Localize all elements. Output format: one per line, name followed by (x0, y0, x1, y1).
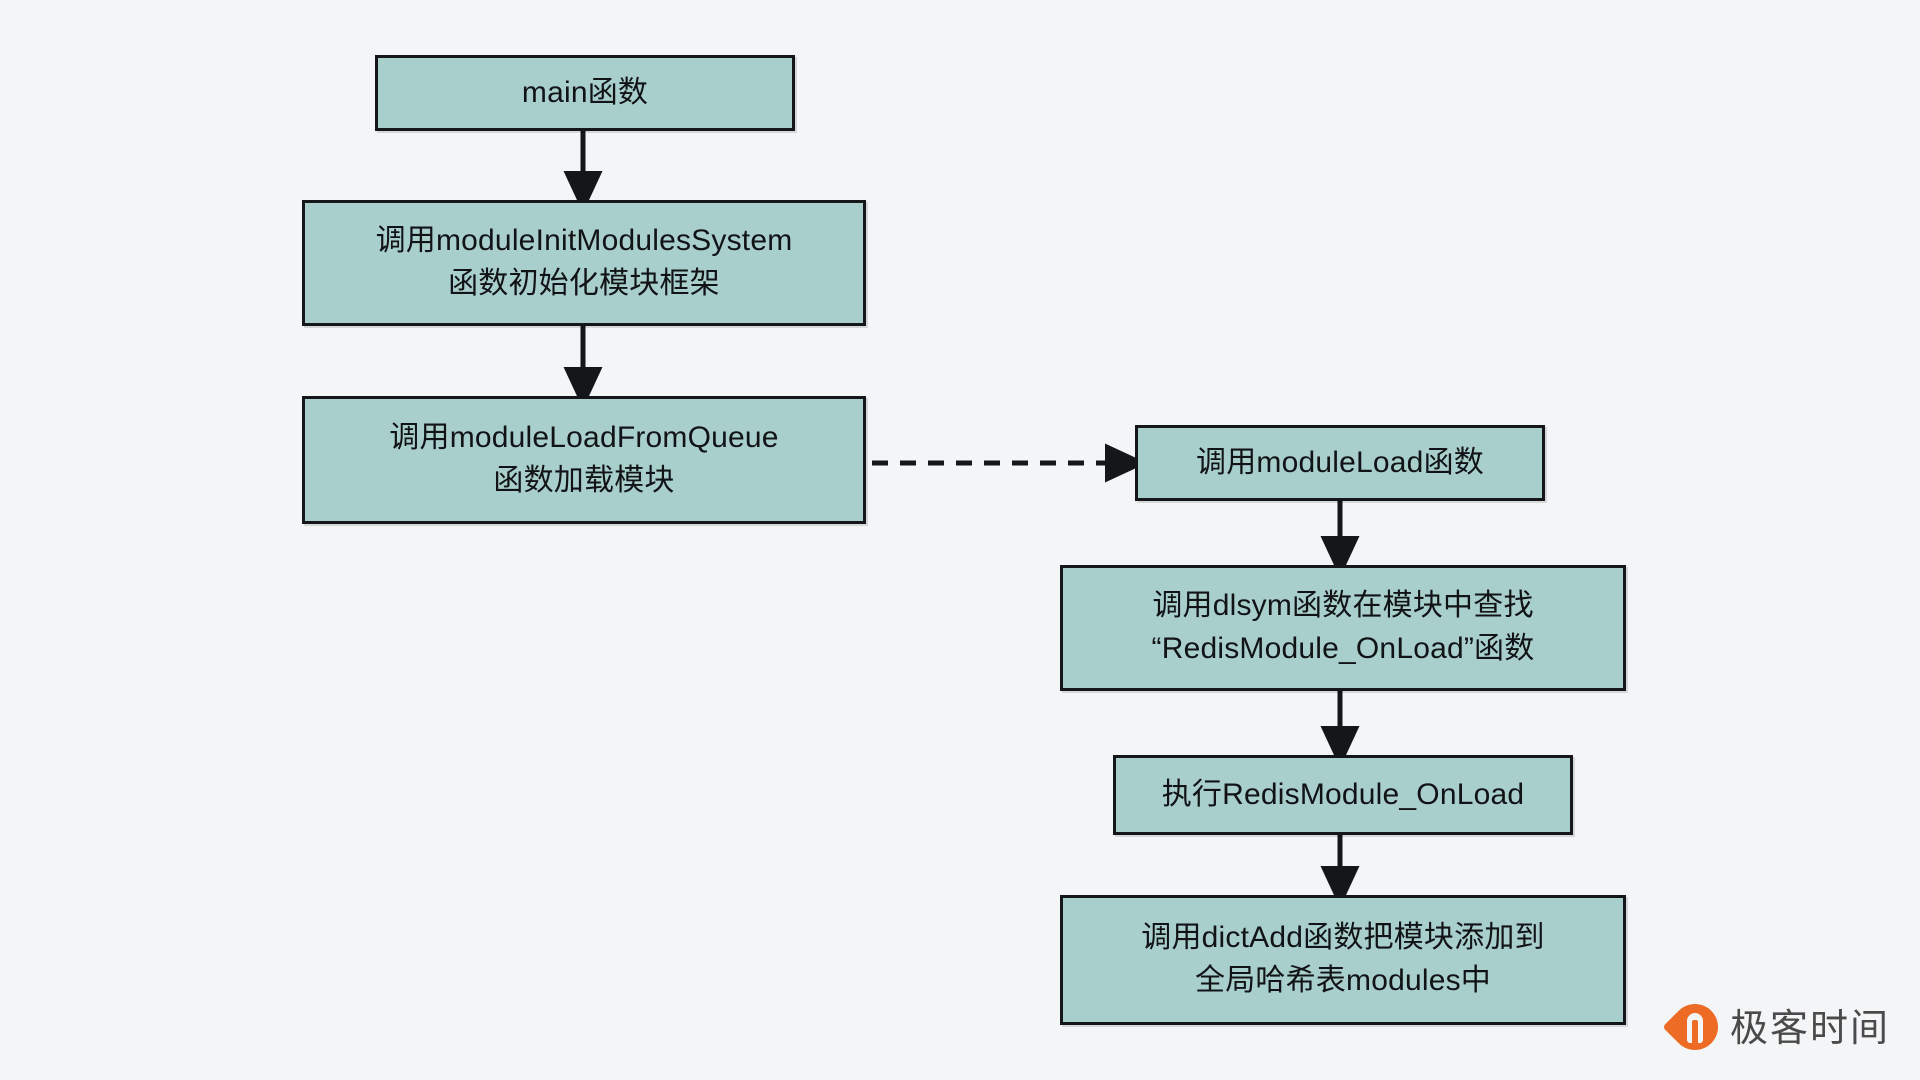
flow-node-onload-exec[interactable]: 执行RedisModule_OnLoad (1113, 755, 1573, 835)
geektime-drop-logo-icon (1662, 994, 1728, 1060)
watermark-label: 极客时间 (1730, 1008, 1891, 1050)
flow-node-main[interactable]: main函数 (375, 55, 795, 131)
flow-node-module-load[interactable]: 调用moduleLoad函数 (1135, 425, 1545, 501)
watermark: 极客时间 (1662, 994, 1891, 1060)
flow-node-dict-add[interactable]: 调用dictAdd函数把模块添加到 全局哈希表modules中 (1060, 895, 1626, 1025)
flow-node-init-system[interactable]: 调用moduleInitModulesSystem 函数初始化模块框架 (302, 200, 866, 326)
logo-stem-shape (1692, 1020, 1698, 1046)
flow-node-load-queue[interactable]: 调用moduleLoadFromQueue 函数加载模块 (302, 396, 866, 524)
flow-node-dlsym[interactable]: 调用dlsym函数在模块中查找 “RedisModule_OnLoad”函数 (1060, 565, 1626, 691)
